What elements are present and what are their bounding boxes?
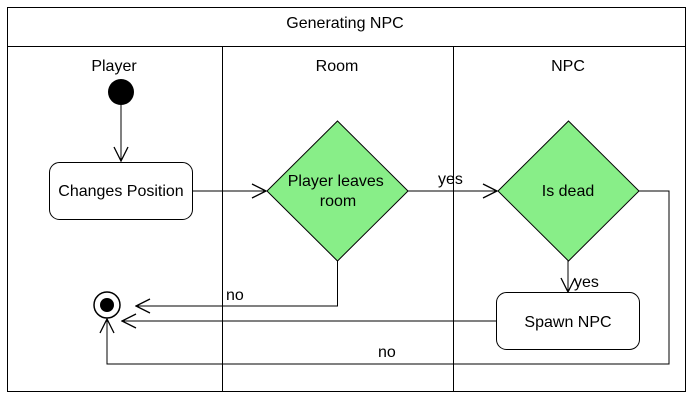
diagram-title: Generating NPC [286,15,403,32]
player-leaves-room-line2: room [320,193,356,210]
end-node-dot [100,298,114,312]
lane-label-room: Room [316,58,359,75]
start-node [108,79,134,105]
edge-label-yes-1: yes [438,171,463,188]
edge-leaves-no-to-end [136,261,338,306]
edge-is-dead-no-to-end [107,190,670,365]
lane-label-player: Player [91,58,137,75]
lane-label-npc: NPC [551,58,585,75]
player-leaves-room-label: Player leaves room [288,173,389,210]
player-leaves-room-line1: Player leaves [288,173,384,190]
is-dead-label: Is dead [542,183,594,200]
action-spawn-npc [496,292,640,350]
edge-label-yes-2: yes [574,274,599,291]
spawn-npc-label: Spawn NPC [524,314,611,331]
edge-label-no-2: no [378,344,396,361]
changes-position-label: Changes Position [58,183,183,200]
edge-label-no-1: no [226,287,244,304]
action-changes-position [49,162,193,220]
